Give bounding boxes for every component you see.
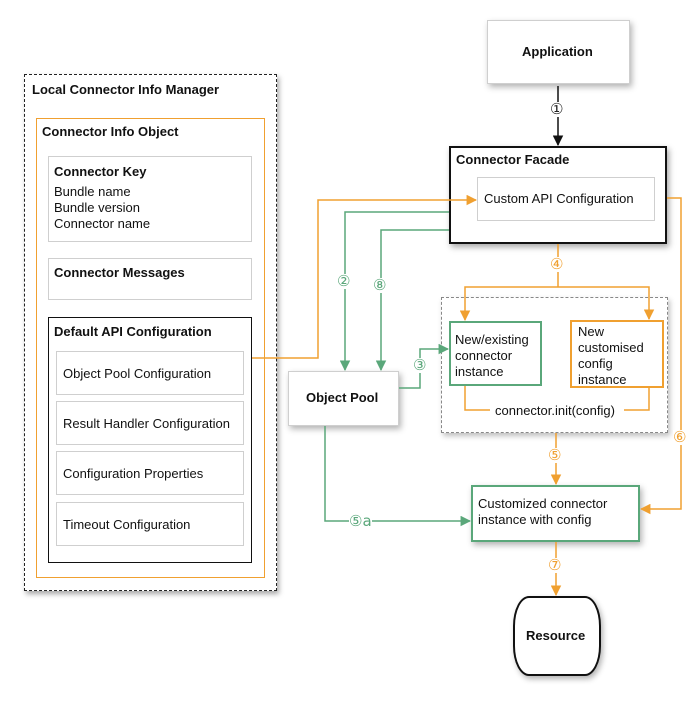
connector-key-box (48, 156, 252, 242)
connector-instance-line: instance (455, 364, 504, 379)
step-3-label: ③ (413, 356, 427, 374)
object-pool-label: Object Pool (306, 390, 379, 405)
customized-line: instance with config (478, 512, 592, 527)
step-1-label: ① (550, 100, 564, 118)
config-instance-line: customised (578, 340, 644, 355)
connector-instance-line: connector (455, 348, 513, 363)
config-item-label: Timeout Configuration (63, 517, 191, 532)
facade-title: Connector Facade (456, 152, 570, 167)
step-5-label: ⑤ (548, 446, 562, 464)
application-box (487, 20, 630, 84)
connector-messages-box (48, 258, 252, 300)
config-instance-line: New (578, 324, 605, 339)
config-item-box (56, 401, 244, 445)
local-manager-title: Local Connector Info Manager (32, 82, 220, 97)
step-7-label: ⑦ (548, 556, 562, 574)
config-item-box (56, 502, 244, 546)
arrow-step-4-left (459, 286, 558, 322)
application-label: Application (522, 44, 593, 59)
init-bracket-right (624, 388, 650, 411)
arrow-default-to-custom (252, 194, 478, 359)
init-bracket-left (464, 386, 490, 411)
connector-key-line: Bundle name (54, 184, 131, 199)
arrow-step-2 (339, 211, 449, 372)
config-instance-line: config (578, 356, 613, 371)
step-2-label: ② (337, 272, 351, 290)
config-instance-line: instance (578, 372, 627, 387)
config-item-box (56, 351, 244, 395)
connector-key-line: Bundle version (54, 200, 140, 215)
custom-api-label: Custom API Configuration (484, 191, 634, 206)
config-item-label: Object Pool Configuration (63, 366, 212, 381)
connector-key-title: Connector Key (54, 164, 147, 179)
customized-line: Customized connector (478, 496, 608, 511)
arrow-step-6 (639, 197, 682, 515)
connector-instance-line: New/existing (455, 332, 529, 347)
arrow-step-4-right (558, 286, 655, 321)
connector-info-object (36, 118, 265, 578)
config-instance-box (570, 320, 664, 388)
default-api-title: Default API Configuration (54, 324, 212, 339)
connector-init-call: connector.init(config) (495, 403, 615, 418)
info-object-title: Connector Info Object (42, 124, 179, 139)
step-4-label: ④ (550, 255, 564, 273)
config-item-box (56, 451, 244, 495)
arrow-step-5a (324, 426, 472, 527)
connector-messages-title: Connector Messages (54, 265, 185, 280)
arrow-step-8 (375, 229, 449, 372)
resource-shape (513, 596, 601, 676)
customized-connector-box (471, 485, 640, 542)
step-8-label: ⑧ (373, 276, 387, 294)
resource-label: Resource (526, 628, 586, 643)
step-6-label: ⑥ (673, 428, 687, 446)
object-pool-box (288, 371, 399, 426)
connector-instance-box (449, 321, 542, 386)
step-5a-label: ⑤a (349, 512, 372, 530)
config-item-label: Result Handler Configuration (63, 416, 230, 431)
custom-api-configuration-box (477, 177, 655, 221)
connector-key-line: Connector name (54, 216, 151, 231)
config-item-label: Configuration Properties (63, 466, 204, 481)
